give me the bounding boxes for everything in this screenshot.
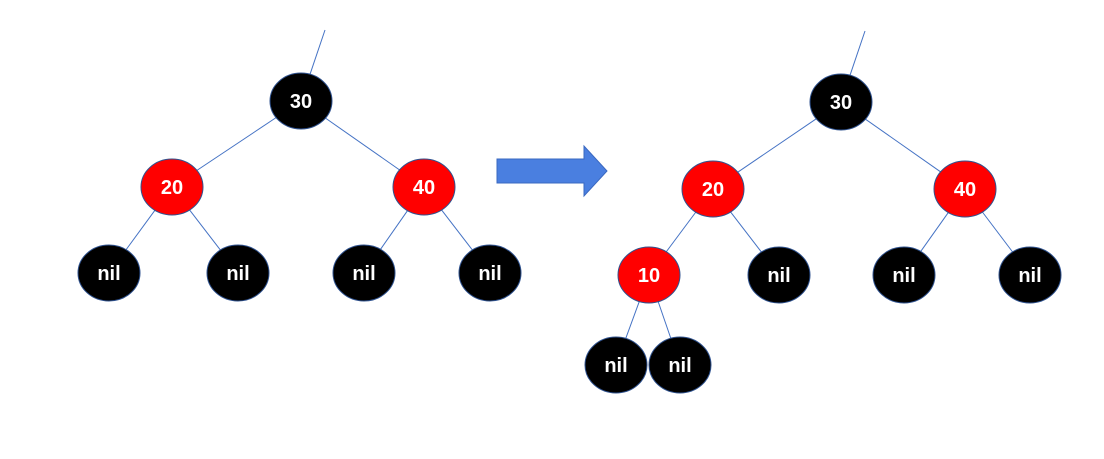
tree-node-nil2: nil bbox=[747, 246, 811, 304]
edge-n20-nil2 bbox=[730, 211, 762, 253]
node-label: nil bbox=[892, 265, 915, 287]
edge-n40-nil3 bbox=[380, 210, 408, 250]
edge-n40-nil4 bbox=[441, 209, 473, 251]
node-circle-red bbox=[392, 158, 456, 216]
node-label: 10 bbox=[638, 265, 660, 287]
edge-root-stub bbox=[849, 30, 866, 76]
edge-n30-n40 bbox=[865, 118, 941, 173]
node-label: nil bbox=[1018, 265, 1041, 287]
edges bbox=[125, 29, 473, 251]
node-label: 30 bbox=[290, 91, 312, 113]
tree-node-n30: 30 bbox=[269, 72, 333, 130]
node-label: nil bbox=[97, 263, 120, 285]
tree-node-n20: 20 bbox=[681, 160, 745, 218]
node-circle-black bbox=[77, 244, 141, 302]
node-circle-red bbox=[681, 160, 745, 218]
node-circle-black bbox=[584, 336, 648, 394]
node-label: nil bbox=[478, 263, 501, 285]
nodes: 30 20 40 nil nil nil nil bbox=[77, 72, 522, 302]
edge-n10-nil5 bbox=[625, 301, 640, 339]
node-label: 40 bbox=[413, 177, 435, 199]
tree-node-nil6: nil bbox=[648, 336, 712, 394]
tree-before: 30 20 40 nil nil nil nil bbox=[77, 29, 522, 302]
node-circle-black bbox=[458, 244, 522, 302]
edge-n30-n40 bbox=[325, 117, 400, 171]
tree-node-nil3: nil bbox=[332, 244, 396, 302]
tree-node-nil3: nil bbox=[872, 246, 936, 304]
tree-after: 30 20 40 10 nil nil nil nil nil bbox=[584, 30, 1062, 394]
tree-node-nil1: nil bbox=[77, 244, 141, 302]
node-circle-red bbox=[140, 158, 204, 216]
tree-node-n30: 30 bbox=[809, 73, 873, 131]
edge-n20-nil1 bbox=[125, 210, 156, 250]
node-circle-black bbox=[809, 73, 873, 131]
edges bbox=[625, 30, 1013, 339]
node-label: nil bbox=[604, 355, 627, 377]
node-label: 20 bbox=[161, 177, 183, 199]
tree-node-nil5: nil bbox=[584, 336, 648, 394]
node-circle-black bbox=[998, 246, 1062, 304]
node-label: 20 bbox=[702, 179, 724, 201]
node-label: 40 bbox=[954, 179, 976, 201]
node-circle-black bbox=[747, 246, 811, 304]
edge-n30-n20 bbox=[737, 118, 817, 173]
node-label: nil bbox=[668, 355, 691, 377]
tree-node-nil4: nil bbox=[998, 246, 1062, 304]
edge-n20-n10 bbox=[665, 211, 697, 253]
tree-node-n40: 40 bbox=[933, 160, 997, 218]
node-circle-red bbox=[617, 246, 681, 304]
node-label: nil bbox=[352, 263, 375, 285]
node-label: nil bbox=[767, 265, 790, 287]
tree-node-nil4: nil bbox=[458, 244, 522, 302]
right-arrow-icon bbox=[496, 144, 608, 198]
node-label: nil bbox=[226, 263, 249, 285]
tree-node-n40: 40 bbox=[392, 158, 456, 216]
edge-root-stub bbox=[309, 29, 326, 75]
tree-node-n10: 10 bbox=[617, 246, 681, 304]
nodes: 30 20 40 10 nil nil nil nil nil bbox=[584, 73, 1062, 394]
node-circle-red bbox=[933, 160, 997, 218]
node-circle-black bbox=[332, 244, 396, 302]
tree-node-n20: 20 bbox=[140, 158, 204, 216]
node-circle-black bbox=[269, 72, 333, 130]
node-label: 30 bbox=[830, 92, 852, 114]
node-circle-black bbox=[206, 244, 270, 302]
edge-n10-nil6 bbox=[657, 301, 672, 339]
edge-n40-nil4 bbox=[982, 211, 1013, 253]
edge-n30-n20 bbox=[196, 117, 277, 171]
tree-node-nil2: nil bbox=[206, 244, 270, 302]
edge-n40-nil3 bbox=[920, 212, 949, 252]
node-circle-black bbox=[872, 246, 936, 304]
edge-n20-nil2 bbox=[189, 209, 221, 251]
node-circle-black bbox=[648, 336, 712, 394]
